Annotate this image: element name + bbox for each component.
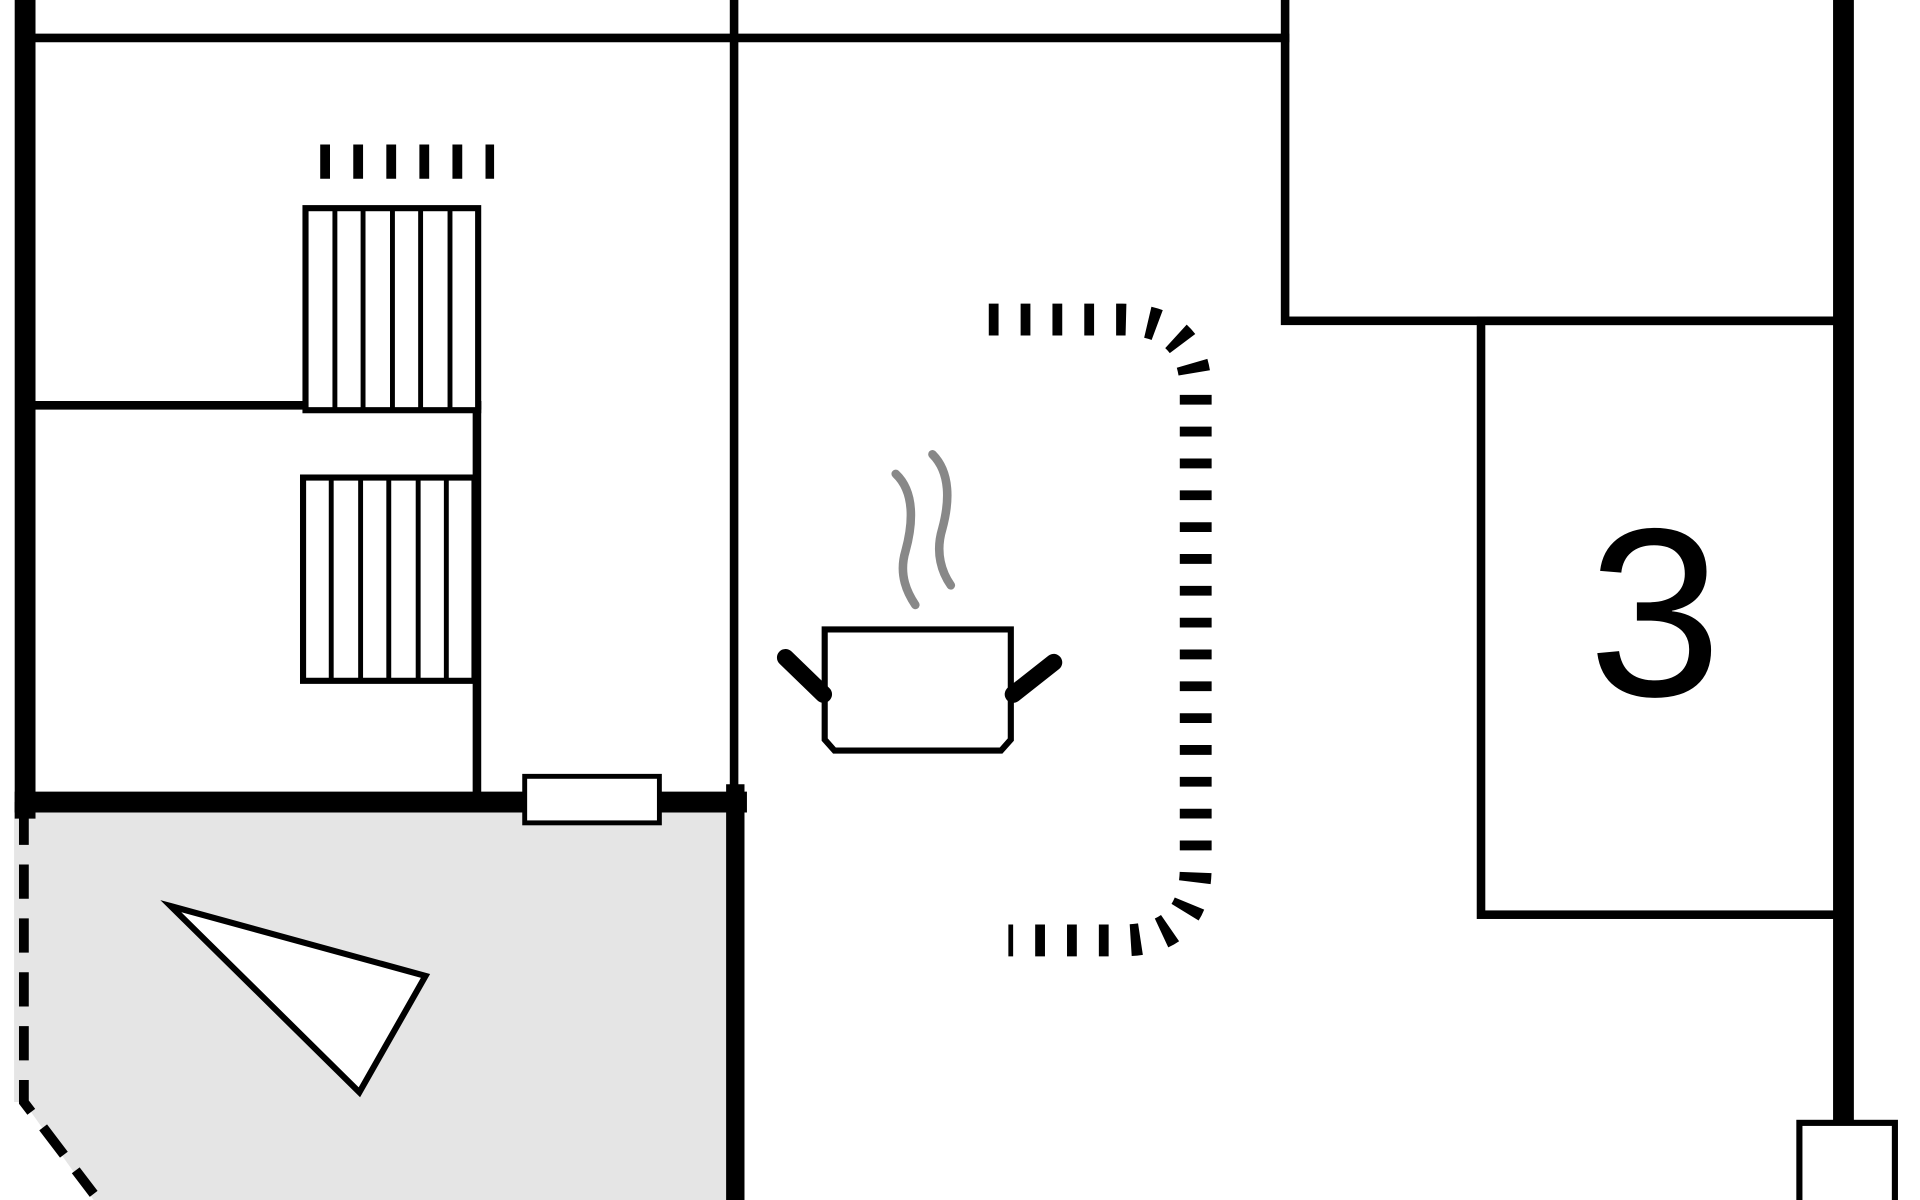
staircase-icon xyxy=(302,205,482,414)
triangle-door-swing-icon xyxy=(160,900,431,1098)
bedroom-3 xyxy=(1476,316,1843,919)
kitchen-counter-dashed xyxy=(988,303,1212,957)
window xyxy=(522,773,662,826)
cooking-pot-icon xyxy=(776,450,1063,754)
steam-icon xyxy=(891,450,956,610)
lower-staircase xyxy=(300,474,478,684)
exterior-box xyxy=(1796,1119,1898,1200)
terrace-dashed-outline xyxy=(18,810,98,1197)
room-number-label: 3 xyxy=(1588,479,1721,747)
